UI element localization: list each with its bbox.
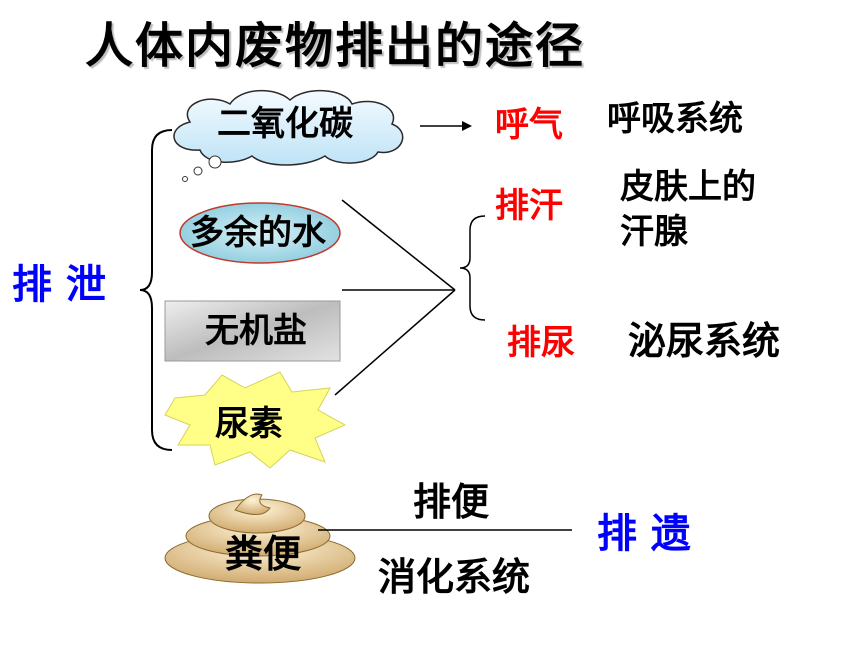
- page-title: 人体内废物排出的途径: [85, 18, 586, 74]
- route-sweat-system-line1: 皮肤上的: [620, 167, 756, 207]
- route-breath-method: 呼气: [495, 105, 563, 145]
- egestion-system: 消化系统: [378, 555, 531, 599]
- feces-pile: [164, 493, 356, 584]
- route-breath-system: 呼吸系统: [607, 99, 743, 139]
- route-urine-system: 泌尿系统: [628, 319, 781, 363]
- substance-urea: 尿素: [215, 404, 283, 444]
- substance-water: 多余的水: [190, 213, 326, 253]
- cloud-shape: [173, 89, 404, 182]
- route-sweat-system-line2: 汗腺: [620, 212, 688, 252]
- substance-co2: 二氧化碳: [217, 104, 353, 144]
- converging-lines: [334, 199, 456, 396]
- route-sweat-method: 排汗: [495, 186, 563, 226]
- egestion-method: 排便: [413, 480, 490, 524]
- substance-salt: 无机盐: [205, 311, 307, 351]
- salt-rect: [164, 300, 341, 362]
- water-ellipse: [179, 202, 341, 264]
- arrow-to-breath: [420, 121, 472, 131]
- excretion-brace: [139, 129, 173, 451]
- egestion-substance: 粪便: [225, 532, 302, 576]
- urea-starburst: [164, 371, 347, 469]
- excretion-label: 排 泄: [12, 262, 106, 308]
- route-brace: [459, 215, 486, 321]
- route-urine-method: 排尿: [507, 323, 575, 363]
- egestion-label: 排 遗: [597, 511, 691, 557]
